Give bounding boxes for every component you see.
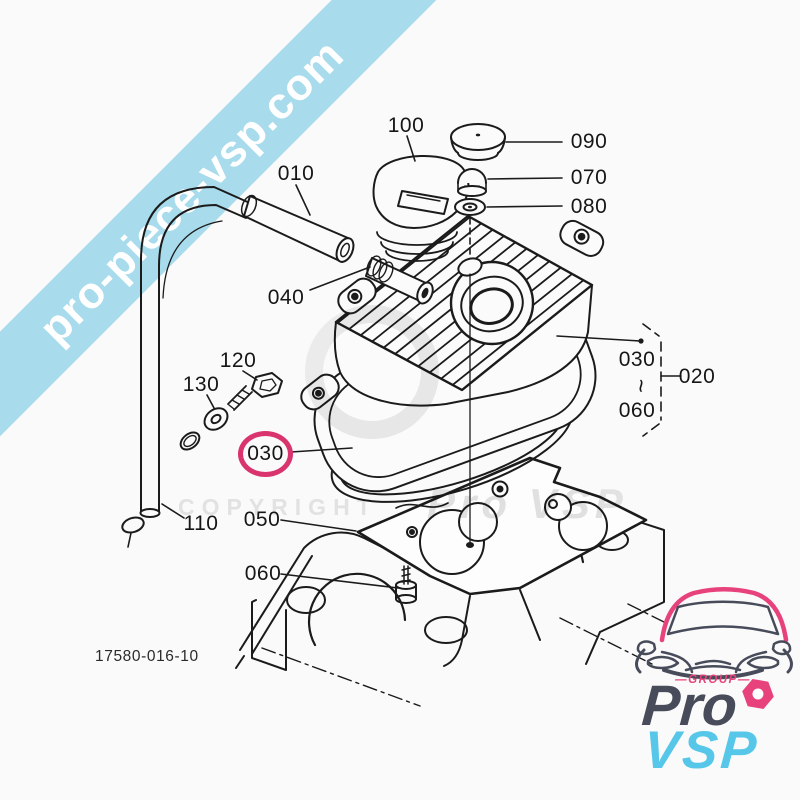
part-label-040: 040 — [267, 286, 305, 309]
part-label-060: 060 — [244, 562, 282, 585]
leader-120 — [242, 370, 258, 381]
gasket-plate — [356, 456, 648, 596]
watermark-ring — [305, 305, 439, 439]
hex-nut-icon — [742, 679, 774, 709]
breather-pipe — [121, 186, 253, 548]
group-range-separator: ~ — [627, 378, 654, 394]
cap-nut — [457, 168, 487, 197]
leader-060 — [280, 573, 399, 589]
bolt-washers — [179, 407, 229, 451]
rubber-cap — [450, 123, 506, 161]
drawing-number: 17580-016-10 — [95, 648, 199, 665]
mounting-ear-left — [337, 277, 377, 315]
cylinder-head-cover — [300, 214, 605, 493]
part-label-130: 130 — [182, 373, 220, 396]
car-front-icon — [635, 587, 793, 680]
cover-bolt — [227, 372, 283, 411]
leader-030 — [290, 447, 353, 453]
leader-050 — [280, 519, 357, 532]
part-label-120: 120 — [219, 349, 257, 372]
leader-100 — [406, 135, 416, 162]
leader-070 — [487, 177, 563, 180]
part-label-010: 010 — [277, 162, 315, 185]
part-label-030-highlighted: 030 — [247, 442, 284, 465]
washer — [454, 198, 486, 216]
leader-110 — [161, 503, 185, 519]
logo-group-label: —GROUP— — [675, 674, 751, 686]
mounting-ear-right — [559, 219, 605, 257]
copyright-watermark: COPYRIGHT Pro VSP — [178, 305, 628, 527]
hose-joint — [365, 255, 434, 305]
logo-brand-bottom: VSP — [641, 721, 762, 780]
leader-080 — [486, 205, 563, 208]
group-range-from: 030 — [618, 348, 656, 371]
car-headlight-right — [746, 655, 780, 670]
car-mirror-left — [636, 640, 657, 656]
part-label-110: 110 — [183, 512, 219, 535]
group-bracket — [642, 323, 662, 437]
car-headlight-left — [646, 655, 680, 670]
leader-010 — [295, 184, 311, 216]
watermark-copyright-text: COPYRIGHT — [178, 494, 378, 520]
provsp-logo: —GROUP— Pro VSP — [628, 582, 798, 792]
part-label-090: 090 — [570, 130, 608, 153]
part-label-050: 050 — [243, 508, 281, 531]
breather-hose — [240, 194, 355, 263]
part-label-100: 100 — [387, 114, 425, 137]
oil-filler-cap — [372, 154, 470, 262]
leader-040 — [309, 266, 371, 291]
leader-130 — [206, 394, 215, 409]
highlight-ellipse: 030 — [238, 431, 293, 477]
watermark-brand-text: Pro VSP — [427, 480, 628, 527]
group-range-to: 060 — [618, 399, 656, 422]
car-roof-pink — [659, 587, 789, 643]
car-mirror-right — [771, 640, 792, 656]
part-label-020: 020 — [678, 365, 716, 388]
part-label-080: 080 — [570, 195, 608, 218]
stud-bolt — [395, 565, 417, 604]
leader-020 — [556, 335, 641, 342]
part-label-070: 070 — [570, 166, 608, 189]
leader-lines — [161, 135, 682, 589]
